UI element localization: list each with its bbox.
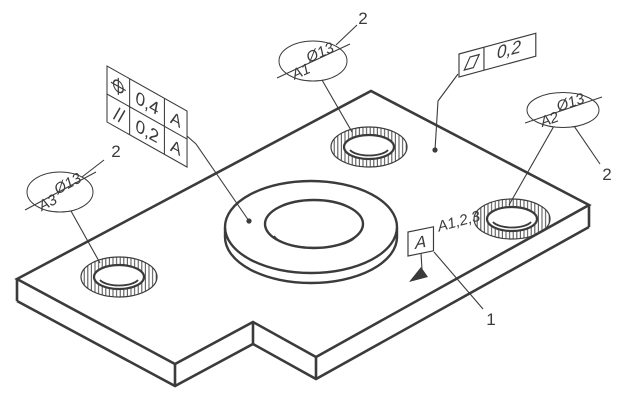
hole-a3 [79,255,159,299]
boss-top-rim [223,179,399,275]
position-datum-ref: A [170,106,181,132]
boss-hole-bottom-edge [273,235,357,249]
balloon-a1-label: A1 [288,60,313,83]
datum-feature-symbol: A A1,2,3 [407,208,483,282]
balloon-a3-divider [24,171,97,211]
balloon-a2-item-line [573,125,601,165]
leader-lines [70,24,601,310]
tolerance-frame-leader [186,135,250,222]
balloon-a1-leader [321,79,353,133]
balloon-a2-leader [508,125,555,206]
boss-side-edges [223,228,399,237]
item-number-2-left: 2 [111,142,120,161]
balloon-a3: Ø13 A3 [24,170,97,215]
balloon-a2-divider [524,96,603,124]
frame-cell-dividers [107,78,188,155]
plate-body [14,89,592,388]
composite-tolerance-frame: 0,4 A 0,2 A [106,65,188,168]
parallelism-datum-ref: A [170,134,181,160]
datum-targets-note: A1,2,3 [435,208,483,236]
balloon-a1: Ø13 A1 [276,39,351,84]
flatness-leader [434,73,459,151]
center-boss [223,179,399,285]
position-icon [110,77,126,96]
boss-bottom-rim [223,236,399,285]
plate-bottom-edges [16,225,590,388]
flatness-leader-dot [432,147,438,153]
plate-vertical-edges [15,205,591,386]
datum-letter: A [414,232,426,253]
balloon-a1-divider [276,43,351,79]
item-number-2-right: 2 [602,165,611,184]
datum-item-line [433,251,484,310]
balloon-a2-label: A2 [537,109,561,132]
datum-stem [420,252,423,270]
balloon-a3-leader [70,210,101,264]
hole-a2 [472,197,552,241]
balloon-a3-item-line [81,159,105,178]
flatness-icon [463,53,481,71]
balloon-a1-item-line [335,24,358,46]
datum-triangle-icon [409,267,428,282]
flatness-frame: 0,2 [458,32,537,78]
tolerance-leader-dot [246,218,252,224]
balloon-a2: Ø13 A2 [524,90,603,132]
parallelism-icon [112,107,126,123]
item-number-2-top: 2 [358,9,367,28]
item-number-1: 1 [486,310,495,329]
hole-a1 [329,125,409,169]
